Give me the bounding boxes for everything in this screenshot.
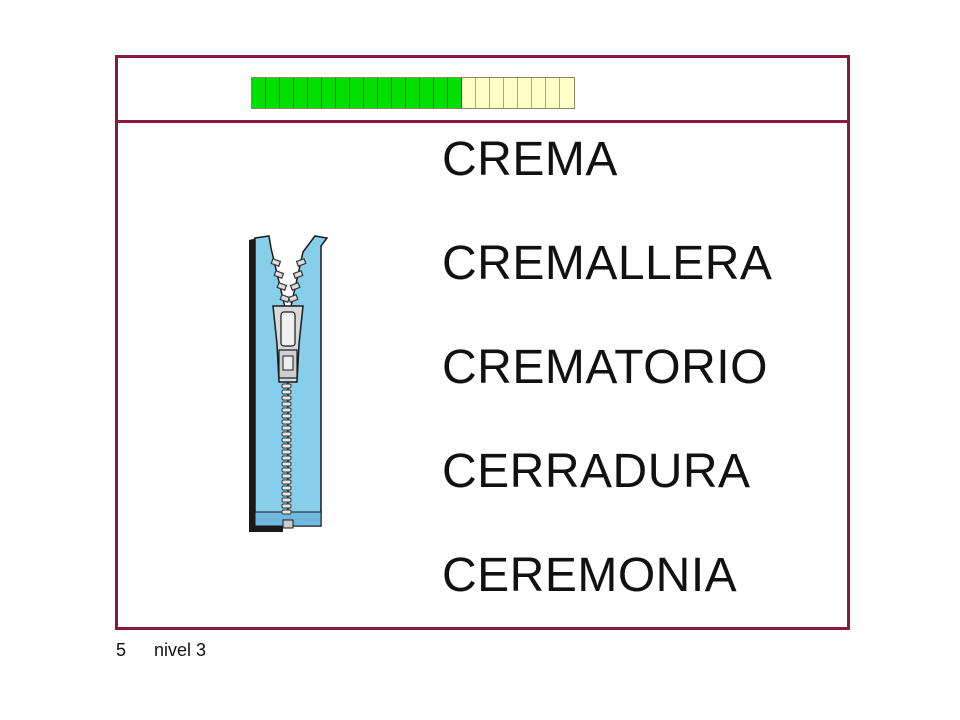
progress-segment-empty <box>476 78 490 108</box>
progress-segment-empty <box>532 78 546 108</box>
progress-segment-filled <box>434 78 448 108</box>
progress-segment-empty <box>518 78 532 108</box>
progress-segment-filled <box>420 78 434 108</box>
option-word[interactable]: CREMA <box>442 133 618 186</box>
page-number: 5 <box>116 640 127 660</box>
progress-segment-filled <box>322 78 336 108</box>
progress-segment-filled <box>280 78 294 108</box>
zipper-icon <box>245 232 335 537</box>
progress-segment-filled <box>336 78 350 108</box>
level-label: nivel 3 <box>154 640 207 660</box>
progress-segment-filled <box>406 78 420 108</box>
progress-segment-empty <box>560 78 574 108</box>
progress-segment-filled <box>392 78 406 108</box>
progress-segment-filled <box>266 78 280 108</box>
progress-segment-filled <box>448 78 462 108</box>
progress-segment-filled <box>252 78 266 108</box>
exercise-frame <box>115 55 850 630</box>
progress-segment-empty <box>490 78 504 108</box>
header-divider <box>118 120 847 123</box>
progress-segment-empty <box>462 78 476 108</box>
option-word[interactable]: CREMATORIO <box>442 341 768 394</box>
progress-segment-filled <box>294 78 308 108</box>
option-word[interactable]: CREMALLERA <box>442 237 773 290</box>
progress-segment-filled <box>308 78 322 108</box>
progress-segment-empty <box>504 78 518 108</box>
option-word[interactable]: CEREMONIA <box>442 549 738 602</box>
option-word[interactable]: CERRADURA <box>442 445 751 498</box>
word-options: CREMA CREMALLERA CREMATORIO CERRADURA CE… <box>442 136 772 656</box>
progress-segment-filled <box>350 78 364 108</box>
progress-bar <box>251 77 575 109</box>
progress-segment-filled <box>364 78 378 108</box>
progress-segment-filled <box>378 78 392 108</box>
progress-segment-empty <box>546 78 560 108</box>
